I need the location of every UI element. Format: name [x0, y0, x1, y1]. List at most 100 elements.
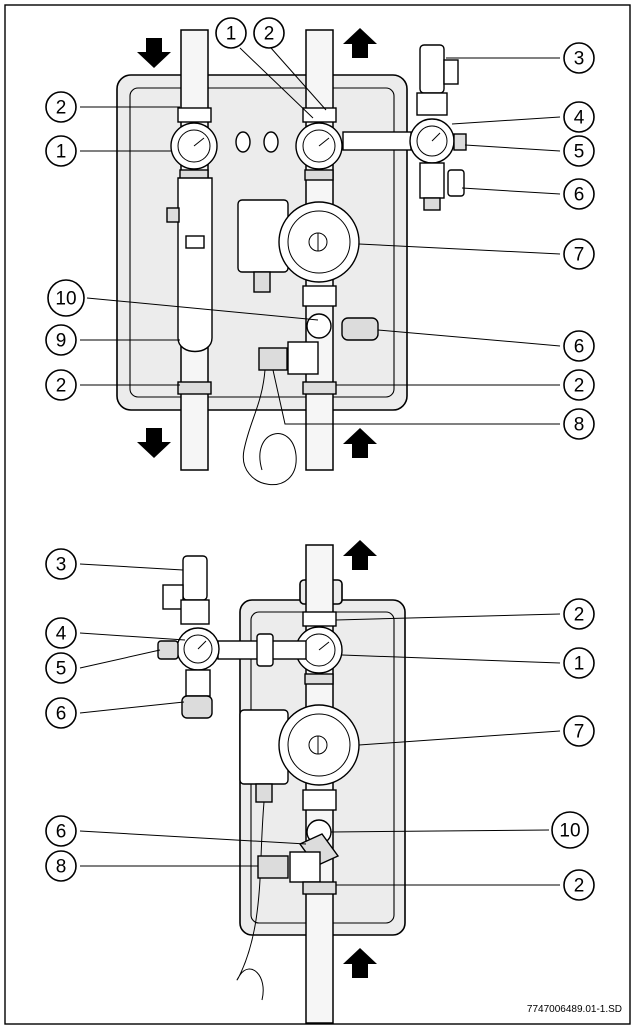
- top-leader-2: [270, 47, 327, 111]
- bottom-safety-outlet: [162, 584, 184, 610]
- top-right-up-arrow: [343, 28, 377, 58]
- bottom-expansion-connection: [157, 640, 179, 660]
- callout-circle: [563, 647, 595, 679]
- callout-number: 6: [56, 704, 67, 725]
- callout-number: 7: [574, 245, 585, 266]
- top-callout-1: 1: [215, 17, 247, 49]
- callout-number: 6: [574, 185, 585, 206]
- top-callout-10: 10: [47, 279, 85, 317]
- callout-number: 2: [56, 376, 67, 397]
- bottom-leader-3: [79, 632, 186, 641]
- bottom-sensor-body: [289, 851, 321, 883]
- top-callout-2: 2: [253, 17, 285, 49]
- top-left-down-arrow: [137, 38, 171, 68]
- callout-circle: [47, 279, 85, 317]
- safety-valve: [419, 44, 445, 94]
- callout-circle: [563, 369, 595, 401]
- callout-number: 2: [56, 98, 67, 119]
- callout-number: 2: [574, 376, 585, 397]
- top-callout-3: 3: [563, 42, 595, 74]
- fill-drain-valve: [447, 169, 465, 197]
- plate-hole-right: [263, 131, 279, 153]
- callout-circle: [563, 408, 595, 440]
- callout-circle: [563, 101, 595, 133]
- top-callout-9: 7: [563, 238, 595, 270]
- callout-circle: [45, 135, 77, 167]
- callout-number: 3: [56, 555, 67, 576]
- top-callout-7: 5: [563, 135, 595, 167]
- bottom-pump-motor: [278, 704, 360, 786]
- top-right-gauge: [295, 107, 343, 181]
- bottom-leader-7: [358, 730, 561, 746]
- top-safety-group: [342, 44, 467, 211]
- callout-circle: [253, 17, 285, 49]
- top-right-up-arrow-bottom: [343, 428, 377, 458]
- sensor-cable: [242, 369, 297, 486]
- top-leader-10: [86, 297, 319, 321]
- callout-number: 4: [574, 108, 585, 129]
- plate-hole-left: [235, 131, 251, 153]
- callout-circle: [563, 330, 595, 362]
- top-callout-8: 6: [563, 178, 595, 210]
- bottom-lower-valves: [257, 819, 340, 895]
- top-leader-12: [377, 329, 561, 347]
- callout-circle: [563, 238, 595, 270]
- callout-number: 2: [574, 605, 585, 626]
- bottom-up-arrow-bottom: [343, 948, 377, 978]
- connecting-tube: [342, 131, 412, 151]
- bottom-safety-group: [157, 555, 307, 719]
- top-left-down-arrow-bottom: [137, 428, 171, 458]
- callout-number: 5: [56, 659, 67, 680]
- sensor-well: [258, 347, 288, 371]
- bottom-callout-11: 2: [563, 869, 595, 901]
- top-leader-8: [461, 187, 561, 195]
- callout-circle: [215, 17, 247, 49]
- callout-number: 10: [55, 289, 76, 310]
- bottom-sensor-well: [257, 855, 289, 879]
- return-pipe-thermometer: [177, 177, 213, 353]
- bottom-callout-9: 10: [551, 811, 589, 849]
- top-callout-6: 1: [45, 135, 77, 167]
- bottom-callout-6: 6: [45, 697, 77, 729]
- top-assembly: [116, 28, 467, 486]
- top-callout-12: 6: [563, 330, 595, 362]
- bottom-leader-8: [79, 830, 307, 845]
- top-lower-valves: [242, 313, 379, 486]
- callout-circle: [45, 815, 77, 847]
- lower-fill-drain-valve: [341, 317, 379, 341]
- bottom-leader-6: [79, 701, 185, 714]
- bottom-leader-9: [330, 829, 550, 833]
- bottom-leader-4: [341, 654, 561, 664]
- top-leader-7: [464, 144, 561, 152]
- top-callout-15: 8: [563, 408, 595, 440]
- return-sensor-body: [287, 341, 319, 375]
- top-leader-9: [358, 243, 561, 255]
- callout-number: 3: [574, 49, 585, 70]
- callout-circle: [563, 42, 595, 74]
- expansion-connection: [453, 133, 467, 151]
- callout-circle: [45, 324, 77, 356]
- callout-circle: [45, 548, 77, 580]
- bottom-pump: [236, 704, 360, 1001]
- top-callout-13: 2: [45, 369, 77, 401]
- bottom-leader-5: [79, 649, 161, 669]
- top-left-gauge: [170, 107, 218, 181]
- bottom-callout-7: 7: [563, 715, 595, 747]
- bottom-leader-2: [335, 613, 561, 621]
- top-leader-15: [272, 369, 560, 425]
- callout-circle: [563, 598, 595, 630]
- bottom-callout-1: 3: [45, 548, 77, 580]
- figure-frame: [4, 4, 631, 1025]
- top-leader-5: [451, 116, 561, 125]
- callout-circle: [45, 369, 77, 401]
- check-valve: [306, 313, 332, 339]
- bottom-assembly: [157, 540, 406, 1024]
- bottom-leader-1: [79, 563, 184, 571]
- bottom-callout-8: 6: [45, 815, 77, 847]
- callout-number: 8: [574, 415, 585, 436]
- callout-number: 1: [226, 24, 237, 45]
- callout-number: 6: [56, 822, 67, 843]
- bottom-fill-drain-valve: [181, 695, 213, 719]
- callout-circle: [551, 811, 589, 849]
